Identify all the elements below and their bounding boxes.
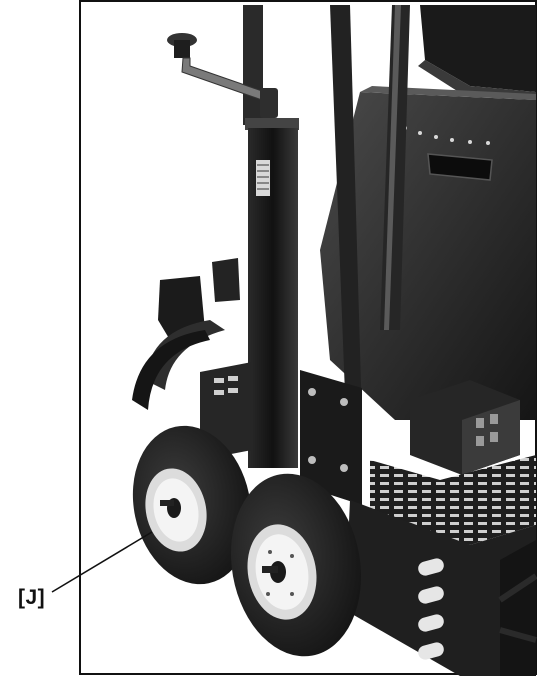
- callout-leader-j: [51, 531, 153, 593]
- panel-handle: [428, 154, 492, 180]
- jack-crank-handle: [167, 33, 278, 118]
- callout-label-j: [J]: [18, 586, 46, 609]
- transport-wheel-front: [217, 463, 375, 666]
- deck-grate: [370, 455, 536, 545]
- vent-slots: [417, 557, 446, 661]
- transport-wheel-icon: [119, 415, 266, 596]
- operator-seat: [420, 5, 536, 92]
- jack-post: [245, 118, 299, 468]
